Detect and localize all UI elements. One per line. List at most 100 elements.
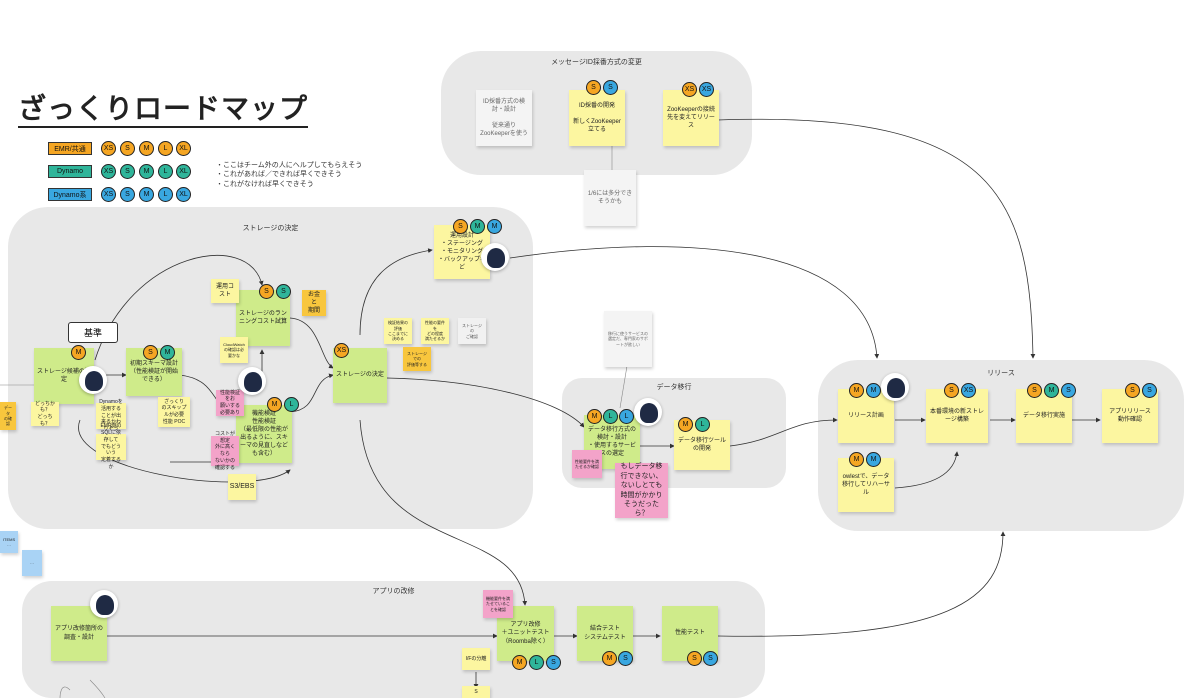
size-badge: M bbox=[71, 345, 86, 360]
sticky-either[interactable]: どっちかも？ どっちも？ bbox=[31, 401, 59, 427]
legend-size-dot: S bbox=[120, 187, 135, 202]
sticky-perf-request[interactable]: 性能検証をお 願いする必要あり bbox=[216, 390, 244, 416]
frame-title: データ移行 bbox=[656, 384, 692, 391]
avatar bbox=[881, 373, 909, 401]
legend-size-dot: M bbox=[139, 187, 154, 202]
size-badge: S bbox=[1125, 383, 1140, 398]
legend-size-dot: XL bbox=[176, 187, 191, 202]
sticky-release-run[interactable]: データ移行実施 bbox=[1016, 389, 1072, 443]
sticky-s3-ebs[interactable]: S3/EBS bbox=[228, 474, 256, 500]
sticky-eval-result[interactable]: 検証結果の 評価 ここまでに 決める bbox=[384, 318, 412, 344]
size-badge: S bbox=[687, 651, 702, 666]
avatar bbox=[90, 590, 118, 618]
sticky-ops-design[interactable]: 運用設計 ・ステージング ・モニタリング ・バックアップなど bbox=[434, 225, 490, 279]
sticky-money-period[interactable]: お金 と 期間 bbox=[302, 290, 326, 316]
frame-title: メッセージID採番方式の変更 bbox=[551, 59, 642, 66]
sticky-id-note[interactable]: 1/6には多分できそうかも bbox=[584, 170, 636, 226]
size-badge: L bbox=[284, 397, 299, 412]
size-badge: L bbox=[695, 417, 710, 432]
sticky-perf-limit[interactable]: 性能の要件を どの程度 満たせるか bbox=[421, 318, 449, 344]
size-badge: M bbox=[1044, 383, 1059, 398]
sticky-perf-verify[interactable]: 機能検証 性能検証 （最低限の性能が出るように、スキーマの見直しなども含む） bbox=[236, 405, 292, 463]
sticky-emr-sql[interactable]: EMR側のSQLに依存して でもどういう 定着するか bbox=[96, 423, 126, 470]
legend-note: ・これがあれば／できれば早くできそう bbox=[216, 171, 342, 179]
legend-label-dynamo-kei: Dynamo系 bbox=[48, 188, 92, 201]
sticky-ops-cost[interactable]: 運用コスト bbox=[211, 279, 239, 303]
legend-size-dot: XS bbox=[101, 141, 116, 156]
legend-label-emr: EMR/共通 bbox=[48, 142, 92, 155]
sticky-migration-risk[interactable]: もしデータ移行できない、ないしとても時間がかかりそうだったら？ bbox=[615, 463, 668, 518]
legend-size-dot: XS bbox=[101, 187, 116, 202]
size-badge: M bbox=[866, 383, 881, 398]
page-title: ざっくりロードマップ bbox=[18, 92, 309, 128]
sticky-app-s[interactable]: S bbox=[462, 686, 490, 698]
sticky-id-dev[interactable]: ID採番の開発 新しくZooKeeper立てる bbox=[569, 90, 625, 146]
frame-app: アプリの改修 bbox=[22, 581, 765, 698]
sticky-app-check[interactable]: 機能要件を満たせていることを確認 bbox=[483, 590, 513, 618]
sticky-release-plan[interactable]: リリース計画 bbox=[838, 389, 894, 443]
size-badge: S bbox=[546, 655, 561, 670]
sticky-release-verify[interactable]: アプリリリース 動作確認 bbox=[1102, 389, 1158, 443]
sticky-app-modify[interactable]: アプリ改修 ＋ユニットテスト （Roomba除く） bbox=[497, 606, 554, 661]
edge bbox=[289, 317, 334, 369]
legend-notes: ・ここはチーム外の人にヘルプしてもらえそう ・これがあれば／できれば早くできそう… bbox=[216, 161, 362, 189]
size-badge: M bbox=[849, 383, 864, 398]
size-badge: L bbox=[603, 409, 618, 424]
legend-note: ・これがなければ早くできそう bbox=[216, 180, 314, 188]
sticky-release-env[interactable]: 本番環境の新ストレージ構築 bbox=[926, 389, 988, 443]
edge bbox=[359, 419, 528, 606]
legend-label-dynamo: Dynamo bbox=[48, 165, 92, 178]
size-badge: M bbox=[160, 345, 175, 360]
size-badge: S bbox=[703, 651, 718, 666]
size-badge: XS bbox=[682, 82, 697, 97]
size-badge: XS bbox=[334, 343, 349, 358]
sticky-offscreen-left[interactable]: データ の確認 bbox=[0, 402, 16, 430]
sticky-release-rehearsal[interactable]: owlestで、データ移行してリハーサル bbox=[838, 458, 894, 512]
sticky-id-release[interactable]: ZooKeeperの接続先を変えてリリース bbox=[663, 90, 719, 146]
edge bbox=[289, 373, 334, 413]
size-badge: S bbox=[618, 651, 633, 666]
sticky-left-blue[interactable]: … bbox=[22, 550, 42, 576]
sticky-app-if[interactable]: I/Fの分離 bbox=[462, 648, 490, 670]
size-badge: S bbox=[603, 80, 618, 95]
legend-size-dot: M bbox=[139, 141, 154, 156]
edge bbox=[509, 246, 880, 359]
sticky-id-design[interactable]: ID採番方式の検討・設計 従来通りZooKeeperを使う bbox=[476, 90, 532, 146]
sticky-eval[interactable]: ストレージでの 評価等する bbox=[403, 347, 431, 371]
legend-size-dot: S bbox=[120, 164, 135, 179]
sticky-migration-perf[interactable]: 性能要件を満 たせるか確認 bbox=[572, 450, 602, 478]
sticky-left-blue[interactable]: ITEMS … bbox=[0, 531, 18, 553]
sticky-cloudwatch[interactable]: CloudWatch の確認は必要かな bbox=[220, 337, 248, 363]
sticky-cost-check[interactable]: コストが想定 外に高くなら ないかの 確認する bbox=[211, 431, 239, 471]
size-badge: L bbox=[529, 655, 544, 670]
sticky-running-cost[interactable]: ストレージのランニングコスト試算 bbox=[236, 290, 290, 346]
sticky-rough-schedule[interactable]: ざっくり のスキップルが必要 性能 POC bbox=[158, 397, 190, 427]
size-badge: S bbox=[1061, 383, 1076, 398]
size-badge: M bbox=[470, 219, 485, 234]
callout-baseline: 基準 bbox=[68, 322, 118, 343]
edge bbox=[717, 118, 1036, 359]
legend-size-dot: S bbox=[120, 141, 135, 156]
avatar bbox=[238, 367, 266, 395]
size-badge: XS bbox=[699, 82, 714, 97]
sticky-migration-design[interactable]: データ移行方式の 検討・設計 ・使用するサービスの選定 bbox=[584, 415, 640, 469]
edge bbox=[94, 255, 264, 361]
frame-title: リリース bbox=[987, 370, 1015, 377]
size-badge: M bbox=[512, 655, 527, 670]
sticky-gray-note[interactable]: ストレージの ご確認 bbox=[458, 318, 486, 344]
legend-size-dot: L bbox=[158, 187, 173, 202]
size-badge: S bbox=[259, 284, 274, 299]
size-badge: M bbox=[487, 219, 502, 234]
edge bbox=[59, 686, 71, 698]
frame-title: ストレージの決定 bbox=[242, 225, 299, 232]
sticky-migration-note[interactable]: 移行に使うサービスの選定だ、専門家のサポートが欲しい bbox=[604, 311, 652, 367]
legend-size-dot: M bbox=[139, 164, 154, 179]
size-badge: S bbox=[276, 284, 291, 299]
size-badge: S bbox=[586, 80, 601, 95]
size-badge: S bbox=[143, 345, 158, 360]
size-badge: S bbox=[1142, 383, 1157, 398]
edge bbox=[717, 531, 1006, 637]
legend-size-dot: L bbox=[158, 164, 173, 179]
edge bbox=[78, 419, 291, 483]
edge bbox=[894, 451, 959, 489]
